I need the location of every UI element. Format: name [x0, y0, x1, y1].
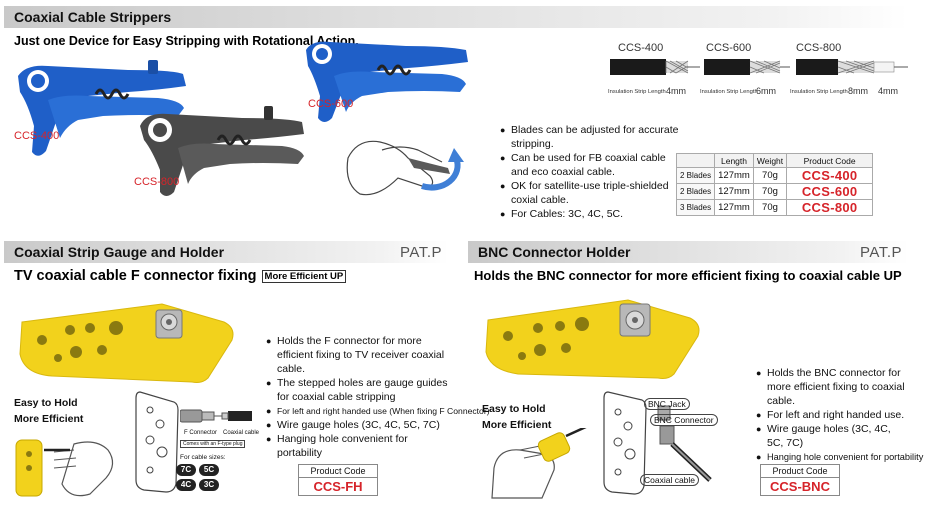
bnc-easy-hold: Easy to Hold — [482, 403, 546, 415]
spec-blades: 3 Blades — [675, 199, 716, 216]
f-connector-label: F Connector — [184, 430, 218, 436]
spec-col-weight: Weight — [752, 153, 788, 168]
coaxial-feature-item: For Cables: 3C, 4C, 5C. — [500, 207, 685, 221]
gauge-easy-hold: Easy to Hold — [14, 397, 78, 409]
ccs800-label: CCS-800 — [134, 176, 180, 188]
gauge-outline-diagram — [135, 391, 179, 493]
strip-mm-ccs800-a: 8mm — [848, 86, 868, 96]
bnc-hand-illustration — [491, 428, 587, 499]
cable-size-pill: 5C — [199, 464, 219, 476]
gauge-more-efficient: More Efficient — [14, 413, 84, 425]
efficiency-badge: More Efficient UP — [261, 269, 347, 283]
spec-weight: 70g — [752, 167, 788, 184]
ccs600-label: CCS-600 — [308, 98, 354, 110]
strip-caption-ccs800: Insulation Strip Length — [790, 89, 848, 95]
spec-col-code: Product Code — [786, 153, 874, 168]
gauge-product-code: CCS-FH — [313, 479, 363, 494]
ccs400-label: CCS-400 — [14, 130, 60, 142]
bnc-feature-item: For left and right handed use. — [756, 408, 906, 422]
ccs-fh-holder-image — [19, 303, 234, 383]
bnc-feature-item: Wire gauge holes (3C, 4C, 5C, 7C) — [756, 422, 906, 450]
bnc-feature-item: Hanging hole convenient for portability — [756, 450, 923, 464]
bnc-feature-item: Holds the BNC connector for more efficie… — [756, 366, 906, 408]
strip-diagram-ccs800-label: CCS-800 — [796, 42, 842, 54]
bnc-section-header: BNC Connector Holder PAT.P — [468, 241, 908, 263]
coaxial-spec-table: Length Weight Product Code 2 Blades 127m… — [675, 153, 874, 216]
spec-length: 127mm — [714, 167, 754, 184]
gauge-section-header: Coaxial Strip Gauge and Holder PAT.P — [4, 241, 448, 263]
cable-size-pill: 3C — [199, 479, 219, 491]
table-row: 2 Blades 127mm 70g CCS-600 — [675, 183, 874, 200]
strip-mm-ccs400: 4mm — [666, 86, 686, 96]
coaxial-feature-item: Can be used for FB coaxial cable and eco… — [500, 151, 685, 179]
cable-size-pill: 7C — [176, 464, 196, 476]
gauge-hand-illustration — [15, 439, 114, 497]
spec-col-blank — [675, 153, 716, 168]
coaxial-feature-list: Blades can be adjusted for accurate stri… — [500, 123, 685, 221]
gauge-subtitle-text: TV coaxial cable F connector fixing — [14, 268, 257, 284]
spec-blades: 2 Blades — [675, 183, 716, 200]
gauge-feature-item: For left and right handed use (When fixi… — [266, 404, 490, 418]
bnc-coaxial-cable-label: Coaxial cable — [640, 474, 700, 486]
bnc-product-code-box: Product Code CCS-BNC — [760, 464, 840, 496]
bnc-product-code: CCS-BNC — [770, 479, 830, 494]
spec-blades: 2 Blades — [675, 167, 716, 184]
strip-mm-ccs800-b: 4mm — [878, 86, 898, 96]
bnc-product-code-head: Product Code — [761, 465, 839, 478]
strip-diagram-ccs600 — [704, 59, 790, 75]
strip-diagram-ccs400-label: CCS-400 — [618, 42, 664, 54]
strip-caption-ccs400: Insulation Strip Length — [608, 89, 666, 95]
f-plug-note: Comes with an F-type plug — [180, 440, 246, 448]
spec-length: 127mm — [714, 199, 754, 216]
coaxial-cable-label: Coaxial cable — [223, 430, 260, 436]
strip-diagram-ccs400 — [610, 59, 700, 75]
ccs600-tool-image — [306, 41, 468, 122]
gauge-feature-item: Hanging hole convenient for portability — [266, 432, 450, 460]
gauge-feature-item: Holds the F connector for more efficient… — [266, 334, 450, 376]
spec-col-length: Length — [714, 153, 754, 168]
gauge-product-code-head: Product Code — [299, 465, 377, 478]
cable-size-pill: 4C — [176, 479, 196, 491]
strip-caption-ccs600: Insulation Strip Length — [700, 89, 758, 95]
bnc-section-title: BNC Connector Holder — [478, 244, 631, 260]
ccs-bnc-holder-image — [485, 299, 700, 379]
spec-code: CCS-800 — [786, 199, 874, 216]
gauge-product-code-box: Product Code CCS-FH — [298, 464, 378, 496]
coaxial-tagline: Just one Device for Easy Stripping with … — [14, 34, 359, 48]
ccs400-tool-image — [18, 60, 186, 156]
strip-diagram-ccs600-label: CCS-600 — [706, 42, 752, 54]
strip-diagram-ccs800 — [796, 59, 908, 75]
ccs800-tool-image — [140, 106, 304, 196]
gauge-section-title: Coaxial Strip Gauge and Holder — [14, 244, 225, 260]
coaxial-section-title: Coaxial Cable Strippers — [14, 9, 172, 25]
gauge-pat-label: PAT.P — [400, 243, 442, 261]
gauge-feature-item: The stepped holes are gauge guides for c… — [266, 376, 450, 404]
coaxial-section-header: Coaxial Cable Strippers — [4, 6, 908, 28]
spec-table-header-row: Length Weight Product Code — [675, 153, 874, 168]
cable-sizes-label: For cable sizes: — [180, 454, 226, 461]
spec-weight: 70g — [752, 183, 788, 200]
spec-code: CCS-400 — [786, 167, 874, 184]
coaxial-feature-item: OK for satellite-use triple-shielded cox… — [500, 179, 685, 207]
spec-length: 127mm — [714, 183, 754, 200]
bnc-connector-cable-image — [657, 405, 712, 482]
f-connector-and-cable-image — [180, 409, 252, 423]
coaxial-feature-item: Blades can be adjusted for accurate stri… — [500, 123, 685, 151]
bnc-subtitle: Holds the BNC connector for more efficie… — [474, 268, 902, 283]
table-row: 3 Blades 127mm 70g CCS-800 — [675, 199, 874, 216]
bnc-jack-label: BNC Jack — [644, 398, 690, 410]
table-row: 2 Blades 127mm 70g CCS-400 — [675, 167, 874, 184]
cable-size-pills: 7C 5C 4C 3C — [176, 464, 226, 491]
gauge-subtitle: TV coaxial cable F connector fixing More… — [14, 268, 347, 284]
gauge-feature-item: Wire gauge holes (3C, 4C, 5C, 7C) — [266, 418, 450, 432]
gauge-feature-list: Holds the F connector for more efficient… — [266, 334, 490, 460]
bnc-connector-label: BNC Connector — [650, 414, 718, 426]
hand-rotation-illustration — [346, 140, 464, 196]
spec-weight: 70g — [752, 199, 788, 216]
bnc-more-efficient: More Efficient — [482, 419, 552, 431]
bnc-pat-label: PAT.P — [860, 243, 902, 261]
strip-mm-ccs600: 6mm — [756, 86, 776, 96]
bnc-feature-list: Holds the BNC connector for more efficie… — [756, 366, 923, 464]
spec-code: CCS-600 — [786, 183, 874, 200]
